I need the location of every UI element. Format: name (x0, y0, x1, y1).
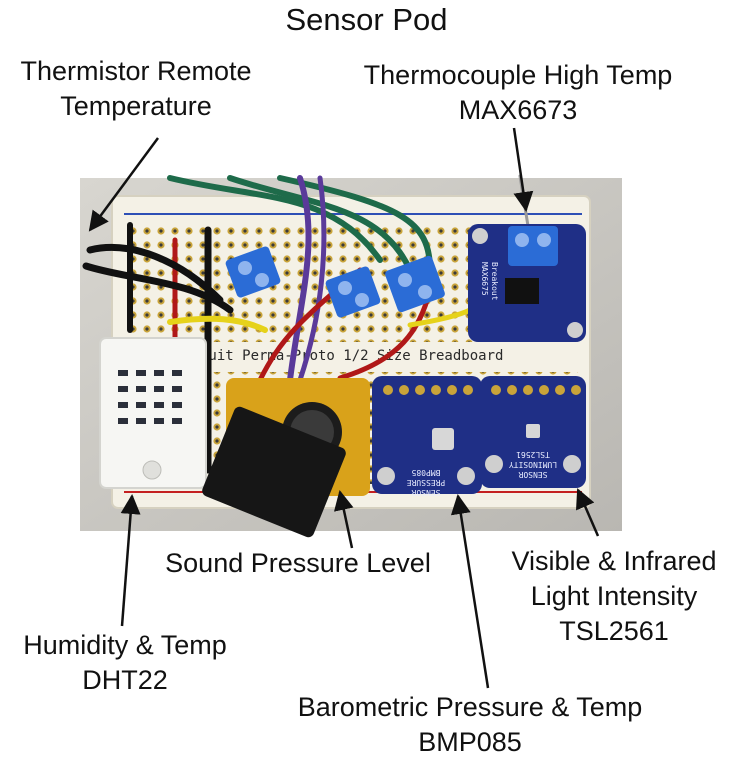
label-thermocouple-line1: Thermocouple High Temp (363, 60, 673, 90)
label-barometric: Barometric Pressure & Temp BMP085 (270, 690, 670, 760)
label-light-line3: TSL2561 (559, 616, 669, 646)
tsl2561-chip-label: TSL2561 (516, 450, 550, 459)
diagram-title: Sensor Pod (285, 2, 448, 37)
dht22-sensor (99, 337, 207, 489)
label-sound: Sound Pressure Level (148, 546, 448, 581)
label-sound-line1: Sound Pressure Level (165, 548, 431, 578)
microphone-board (202, 378, 370, 538)
label-thermocouple-line2: MAX6673 (458, 95, 578, 125)
label-light-line1: Visible & Infrared (511, 546, 717, 576)
label-thermistor: Thermistor Remote Temperature (2, 54, 270, 124)
label-barometric-line2: BMP085 (418, 727, 522, 757)
bmp085-chip-line3: SENSOR (411, 488, 440, 497)
label-humidity: Humidity & Temp DHT22 (0, 628, 250, 698)
label-humidity-line1: Humidity & Temp (23, 630, 227, 660)
bmp085-board: BMP085 PRESSURE SENSOR (372, 376, 482, 497)
max6675-label: MAX6675 (480, 262, 489, 296)
label-light: Visible & Infrared Light Intensity TSL25… (494, 544, 733, 649)
tsl2561-chip-line3: SENSOR (518, 470, 547, 479)
bmp085-chip-label: BMP085 (411, 468, 440, 477)
label-light-line2: Light Intensity (530, 581, 698, 611)
label-barometric-line1: Barometric Pressure & Temp (297, 692, 643, 722)
board-silkscreen: ruit Perma-Proto 1/2 Size Breadboard (200, 348, 503, 364)
max6675-breakout: MAX6675 Breakout (468, 224, 586, 342)
label-thermocouple: Thermocouple High Temp MAX6673 (338, 58, 698, 128)
screw-terminals (225, 246, 445, 318)
max6675-sublabel: Breakout (490, 262, 499, 301)
bmp085-chip-line2: PRESSURE (407, 478, 446, 487)
tsl2561-chip-line2: LUMINOSITY (509, 460, 557, 469)
label-thermistor-line2: Temperature (60, 91, 212, 121)
tsl2561-board: TSL2561 LUMINOSITY SENSOR (480, 376, 586, 488)
label-humidity-line2: DHT22 (82, 665, 168, 695)
label-thermistor-line1: Thermistor Remote (20, 56, 252, 86)
